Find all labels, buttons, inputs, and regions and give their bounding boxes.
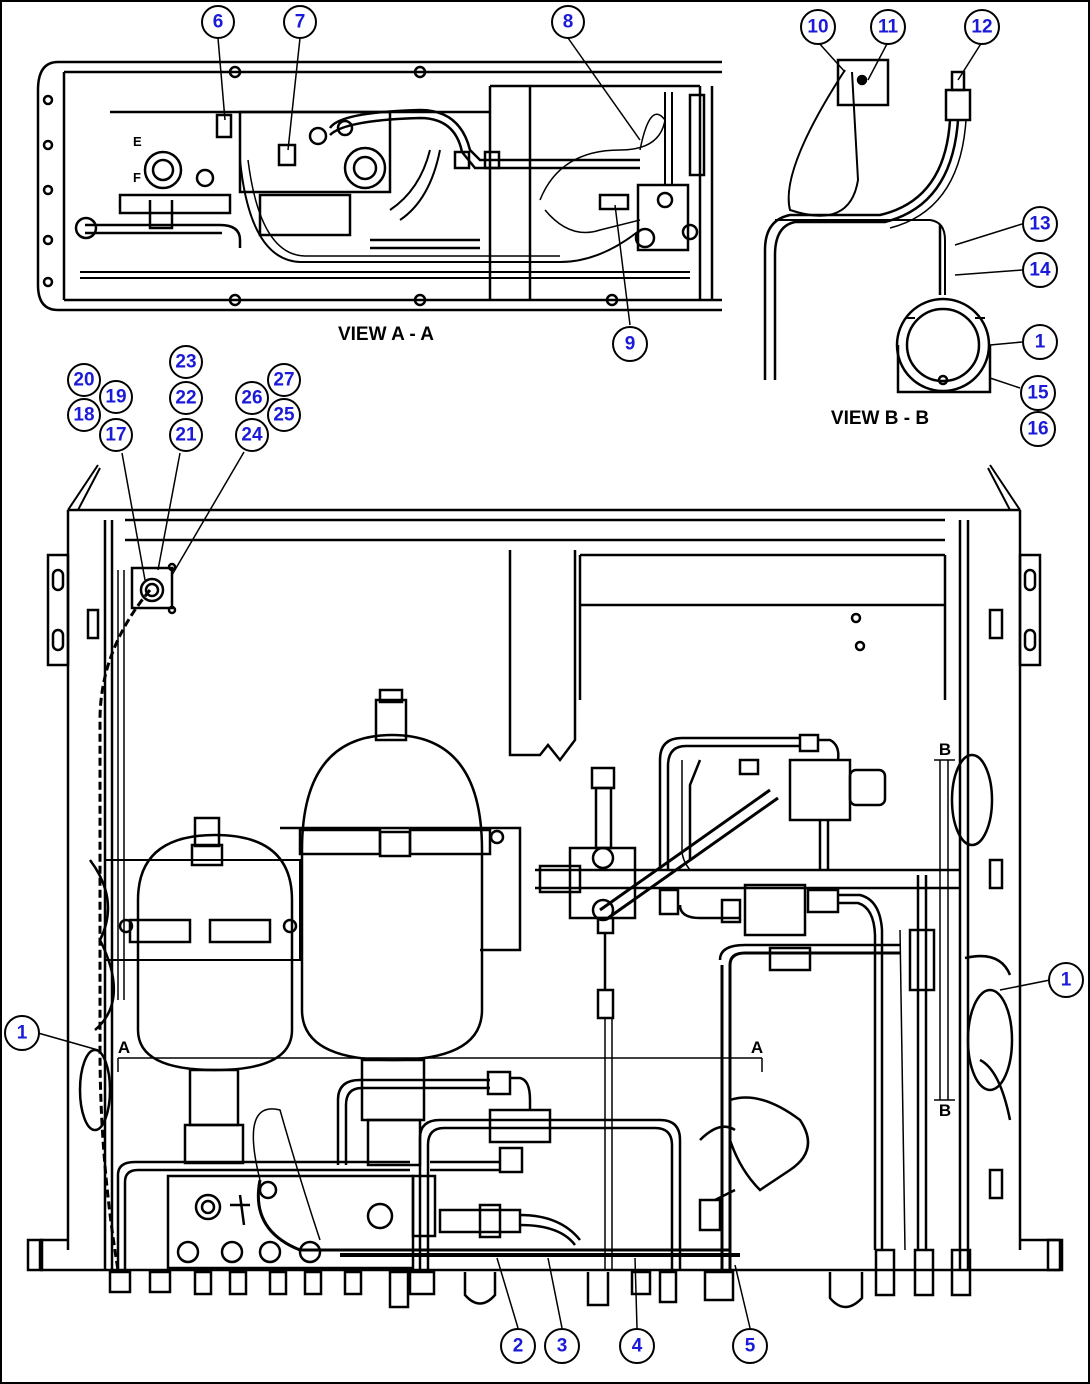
callout-19: 19: [99, 380, 133, 414]
callout-8: 8: [551, 5, 585, 39]
callout-1-left: 1: [4, 1015, 40, 1051]
callout-7: 7: [283, 5, 317, 39]
svg-text:10: 10: [807, 17, 828, 38]
svg-text:23: 23: [175, 352, 196, 373]
svg-text:12: 12: [971, 17, 992, 38]
callout-15: 15: [1020, 375, 1056, 411]
callout-5: 5: [732, 1328, 768, 1364]
callout-1-view-bb: 1: [1022, 324, 1058, 360]
svg-text:16: 16: [1027, 419, 1048, 440]
svg-text:11: 11: [878, 17, 899, 38]
svg-text:22: 22: [175, 388, 196, 409]
section-b-top: B: [939, 740, 951, 759]
svg-text:1: 1: [1035, 332, 1046, 353]
svg-text:5: 5: [745, 1336, 756, 1357]
callout-1-right: 1: [1048, 962, 1084, 998]
svg-text:18: 18: [73, 405, 94, 426]
svg-text:24: 24: [241, 425, 263, 446]
svg-text:1: 1: [1061, 970, 1072, 991]
svg-text:25: 25: [273, 405, 295, 426]
leader-lines: [37, 37, 1051, 1329]
section-b-bottom: B: [939, 1101, 951, 1120]
callout-20: 20: [67, 363, 101, 397]
callout-23: 23: [169, 345, 203, 379]
main-assembly-drawing: [26, 464, 1064, 1309]
view-aa-drawing: [36, 60, 722, 312]
svg-text:15: 15: [1027, 383, 1049, 404]
callout-13: 13: [1022, 206, 1058, 242]
callout-2: 2: [500, 1328, 536, 1364]
view-aa-title: VIEW A - A: [338, 324, 434, 345]
callout-3: 3: [544, 1328, 580, 1364]
callout-21: 21: [169, 418, 203, 452]
callout-6: 6: [201, 5, 235, 39]
view-bb-drawing: [763, 58, 992, 394]
svg-text:7: 7: [295, 12, 306, 33]
port-e-label: E: [133, 134, 142, 149]
svg-text:19: 19: [105, 387, 126, 408]
svg-text:17: 17: [105, 425, 126, 446]
svg-text:1: 1: [17, 1023, 28, 1044]
callout-25: 25: [267, 398, 301, 432]
svg-text:4: 4: [632, 1336, 643, 1357]
callout-4: 4: [619, 1328, 655, 1364]
callout-14: 14: [1022, 252, 1058, 288]
callout-10: 10: [800, 9, 836, 45]
svg-text:13: 13: [1029, 214, 1050, 235]
svg-text:9: 9: [625, 334, 636, 355]
svg-text:3: 3: [557, 1336, 568, 1357]
callout-26: 26: [235, 381, 269, 415]
view-bb-title: VIEW B - B: [831, 408, 929, 429]
callout-12: 12: [964, 9, 1000, 45]
svg-text:14: 14: [1029, 260, 1051, 281]
svg-text:2: 2: [513, 1336, 524, 1357]
callout-11: 11: [870, 9, 906, 45]
svg-text:8: 8: [563, 12, 574, 33]
port-f-label: F: [133, 170, 141, 185]
callout-9: 9: [612, 326, 648, 362]
svg-text:26: 26: [241, 388, 262, 409]
callout-18: 18: [67, 398, 101, 432]
callout-16: 16: [1020, 411, 1056, 447]
callout-17: 17: [99, 418, 133, 452]
svg-text:27: 27: [273, 370, 294, 391]
callout-24: 24: [235, 418, 269, 452]
section-a-right: A: [751, 1038, 763, 1057]
svg-text:21: 21: [175, 425, 197, 446]
callout-27: 27: [267, 363, 301, 397]
callout-22: 22: [169, 381, 203, 415]
section-a-left: A: [118, 1038, 130, 1057]
svg-text:6: 6: [213, 12, 224, 33]
svg-text:20: 20: [73, 370, 94, 391]
